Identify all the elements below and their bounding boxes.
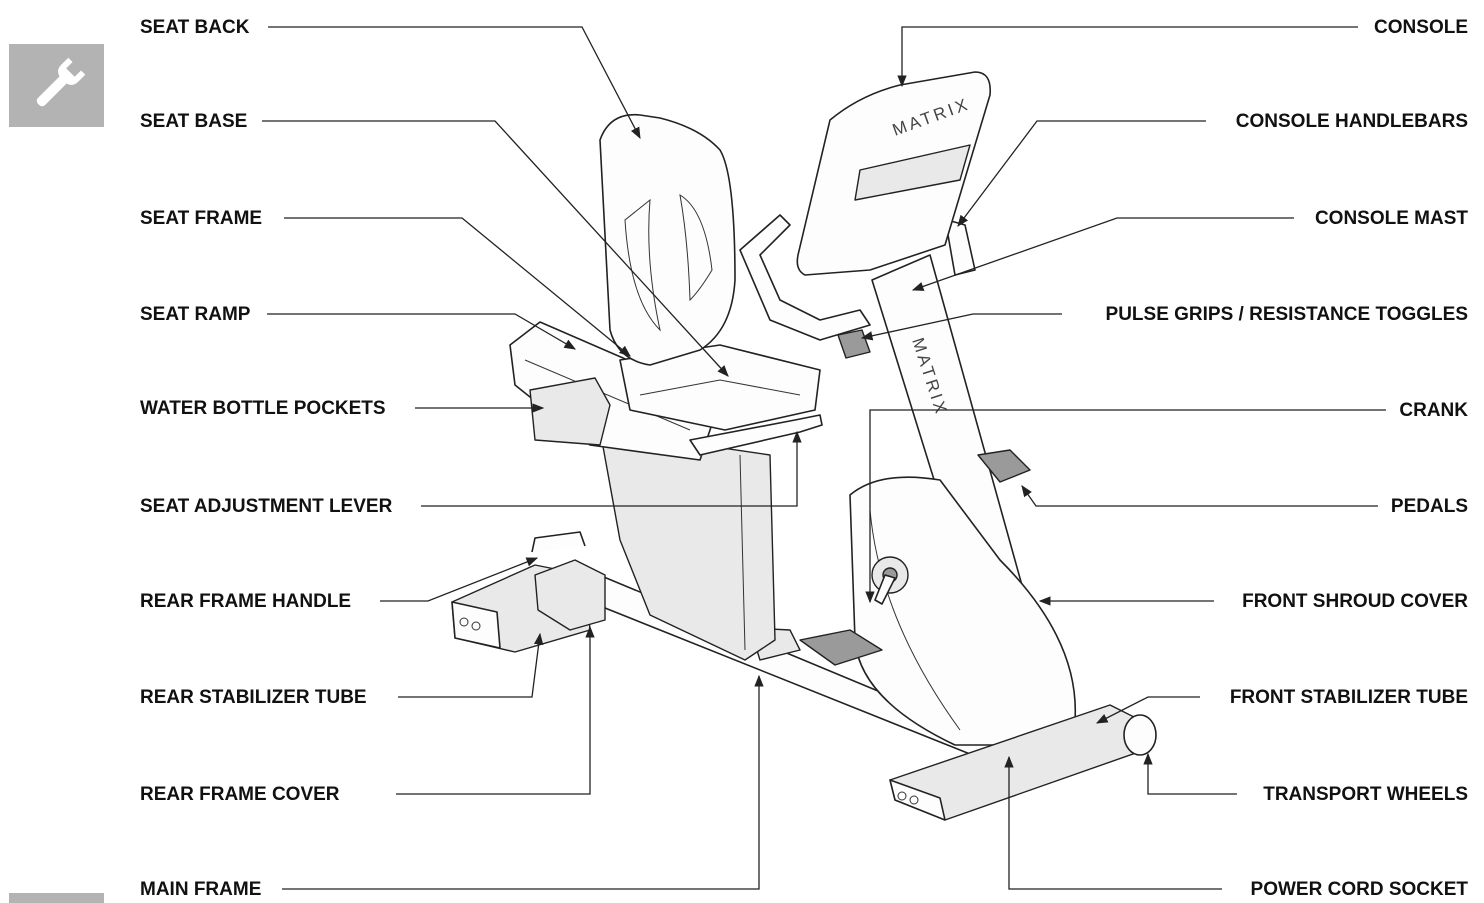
rear-handle (531, 531, 586, 553)
seat-ramp (509, 321, 721, 461)
label-seat-base: SEAT BASE (140, 111, 247, 132)
label-pedals: PEDALS (1391, 496, 1468, 517)
label-console-handlebars: CONSOLE HANDLEBARS (1236, 111, 1468, 132)
label-crank: CRANK (1399, 400, 1468, 421)
seat-base (619, 344, 821, 431)
handlebar-loop (739, 214, 871, 341)
label-main-frame: MAIN FRAME (140, 879, 261, 900)
part-labels: SEAT BACK SEAT BASE SEAT FRAME SEAT RAMP… (140, 17, 1468, 900)
label-front-stabilizer-tube: FRONT STABILIZER TUBE (1230, 687, 1468, 708)
pedal-left (799, 629, 883, 666)
label-power-cord-socket: POWER CORD SOCKET (1251, 879, 1469, 900)
label-rear-frame-cover: REAR FRAME COVER (140, 784, 340, 805)
bottle-pocket (529, 377, 611, 446)
rear-cover (534, 559, 606, 631)
leader-lines (262, 26, 1386, 890)
sidebar-tab-edge (9, 893, 104, 903)
label-front-shroud-cover: FRONT SHROUD COVER (1242, 591, 1468, 612)
label-rear-frame-handle: REAR FRAME HANDLE (140, 591, 351, 612)
sidebar-tool-tab[interactable] (9, 44, 104, 127)
bike-illustration: MATRIX MATRIX (451, 71, 1157, 821)
label-seat-frame: SEAT FRAME (140, 208, 262, 229)
wrench-icon (36, 57, 85, 106)
seat-support-shroud (599, 429, 776, 661)
rear-end-cap (451, 601, 501, 649)
label-console-mast: CONSOLE MAST (1315, 208, 1468, 229)
pulse-grip (837, 329, 871, 359)
seat-lever (689, 414, 823, 456)
label-water-bottle-pockets: WATER BOTTLE POCKETS (140, 398, 386, 419)
label-transport-wheels: TRANSPORT WHEELS (1263, 784, 1468, 805)
label-pulse-grips: PULSE GRIPS / RESISTANCE TOGGLES (1106, 304, 1468, 325)
label-rear-stabilizer-tube: REAR STABILIZER TUBE (140, 687, 367, 708)
label-seat-adjustment-lever: SEAT ADJUSTMENT LEVER (140, 496, 393, 517)
front-shroud (849, 476, 1077, 746)
pedal-right (977, 449, 1031, 483)
label-seat-ramp: SEAT RAMP (140, 304, 251, 325)
label-console: CONSOLE (1374, 17, 1468, 38)
seat-back (599, 113, 736, 366)
transport-wheel (1123, 714, 1157, 756)
label-seat-back: SEAT BACK (140, 17, 250, 38)
console-display (854, 144, 971, 201)
crank-arm (874, 574, 896, 605)
